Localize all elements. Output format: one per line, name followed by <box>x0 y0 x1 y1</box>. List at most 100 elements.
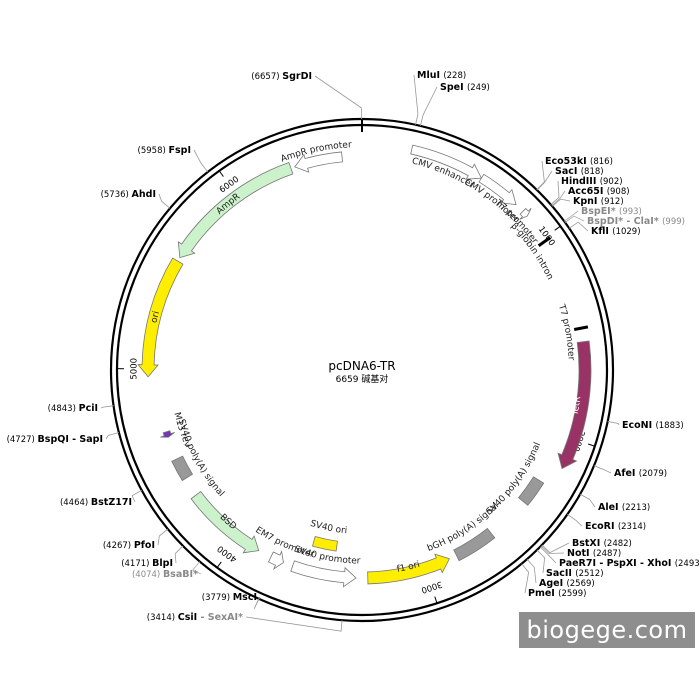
site-leader <box>593 465 612 474</box>
site-noti: NotI (2487) <box>540 545 621 559</box>
site-label: (5736) AhdI <box>101 189 156 200</box>
feature-bgh-polya: bGH poly(A) signal <box>426 501 501 562</box>
feature-sv40-ori: SV40 ori <box>309 519 348 552</box>
site-label: (3779) MscI <box>202 592 257 603</box>
site-label: PmeI (2599) <box>528 588 586 599</box>
site-label: PaeR7I - PspXI - XhoI (2493) <box>559 558 700 569</box>
site-leader <box>536 160 545 191</box>
site-label: SacII (2512) <box>546 568 604 579</box>
tick-mark <box>554 225 561 231</box>
site-agei: AgeI (2569) <box>526 558 595 589</box>
feature-shape <box>453 527 496 562</box>
site-msci: (3779) MscI <box>202 592 261 609</box>
site-leader <box>174 545 184 564</box>
feature-label: ori <box>149 310 162 324</box>
site-ahdi: (5736) AhdI <box>101 189 171 209</box>
site-label: Eco53kI (816) <box>545 156 613 167</box>
site-bsabi: (4074) BsaBI* <box>132 561 202 580</box>
site-leader <box>568 221 589 232</box>
feature-label: M13 rev <box>171 411 192 449</box>
site-kpni: KpnI (912) <box>552 196 624 207</box>
feature-mark <box>537 236 551 247</box>
site-leader <box>314 75 362 120</box>
site-leader <box>192 561 202 575</box>
feature-mark <box>573 325 589 332</box>
site-sgrdi: (6657) SgrDI <box>251 71 362 120</box>
site-leader <box>526 558 537 584</box>
site-bspei: BspEI* (993) <box>564 206 642 222</box>
site-label: AleI (2213) <box>598 502 650 513</box>
feature-bsd: BSD <box>190 490 260 554</box>
site-leader <box>541 542 570 554</box>
feature-shape <box>171 455 194 482</box>
site-eco53ki: Eco53kI (816) <box>536 156 613 191</box>
site-label: BspEI* (993) <box>581 206 642 217</box>
site-leader <box>551 190 566 206</box>
site-label: (4171) BlpI <box>121 558 173 569</box>
site-leader <box>521 563 530 594</box>
site-label: (6657) SgrDI <box>251 71 312 82</box>
plasmid-size: 6659 碱基对 <box>336 373 389 385</box>
feature-shape <box>517 476 545 506</box>
site-label: AfeI (2079) <box>614 468 667 479</box>
site-leader <box>564 210 579 222</box>
feature-label: EM7 promoter <box>253 525 315 560</box>
site-label: EcoNI (1883) <box>622 420 684 431</box>
site-leader <box>157 528 169 546</box>
feature-shape <box>367 553 450 585</box>
site-bspdi-clai: BspDI* - ClaI* (999) <box>564 215 685 227</box>
site-label: HindIII (902) <box>561 176 623 187</box>
site-leader <box>245 616 343 632</box>
feature-shape <box>160 430 175 438</box>
site-afei: AfeI (2079) <box>593 465 667 479</box>
feature-shape <box>478 173 517 206</box>
site-mlui: MluI (228) <box>413 70 466 125</box>
site-leader <box>420 86 438 126</box>
site-econi: EcoNI (1883) <box>607 420 684 431</box>
site-label: (5958) FspI <box>138 145 191 156</box>
site-leader <box>158 193 171 209</box>
tick-label: 5000 <box>129 358 139 380</box>
feature-tetr: TetR <box>557 340 592 470</box>
site-label: (4464) BstZ17I <box>60 497 132 508</box>
site-spei: SpeI (249) <box>420 82 490 126</box>
site-saci: SacI (818) <box>536 166 604 191</box>
site-hindiii: HindIII (902) <box>550 176 623 205</box>
site-label: (4074) BsaBI* <box>132 569 198 580</box>
site-leader <box>536 170 553 191</box>
site-bspqi-sapi: (4727) BspQI - SapI <box>7 432 120 445</box>
site-leader <box>131 490 142 503</box>
watermark: biogege.com <box>519 612 695 648</box>
site-leader <box>105 432 120 440</box>
site-label: (4267) PfoI <box>103 540 155 551</box>
site-leader <box>193 149 209 173</box>
site-leader <box>552 198 571 207</box>
feature-shape <box>557 340 592 470</box>
site-acc65i: Acc65I (908) <box>551 186 630 206</box>
site-leader <box>100 405 114 409</box>
site-label: KflI (1029) <box>591 226 641 237</box>
feature-ori: ori <box>137 257 184 378</box>
site-leader <box>579 493 596 508</box>
feature-shape <box>267 550 284 570</box>
tick-label: 3000 <box>420 579 444 595</box>
site-kfli: KflI (1029) <box>568 221 641 237</box>
site-label: (3414) CsiI - SexAI* <box>147 612 243 623</box>
site-leader <box>550 180 560 205</box>
feature-label: T7 promoter <box>556 303 576 361</box>
site-label: SpeI (249) <box>440 82 490 93</box>
plasmid-name: pcDNA6-TR <box>328 359 395 373</box>
site-label: (4843) PciI <box>48 403 98 414</box>
site-blpi: (4171) BlpI <box>121 545 184 569</box>
feature-shape <box>519 207 532 220</box>
tick-mark <box>216 561 222 568</box>
site-pfoi: (4267) PfoI <box>103 528 169 551</box>
site-label: AgeI (2569) <box>539 578 595 589</box>
tick-mark <box>218 170 224 177</box>
site-bstz17i: (4464) BstZ17I <box>60 490 142 508</box>
feature-label: SV40 ori <box>309 519 348 536</box>
sites-layer: (6657) SgrDI MluI (228)SpeI (249) Eco53kI … <box>7 70 700 632</box>
site-bstxi: BstXI (2482) <box>541 538 632 554</box>
site-leader <box>413 74 419 125</box>
